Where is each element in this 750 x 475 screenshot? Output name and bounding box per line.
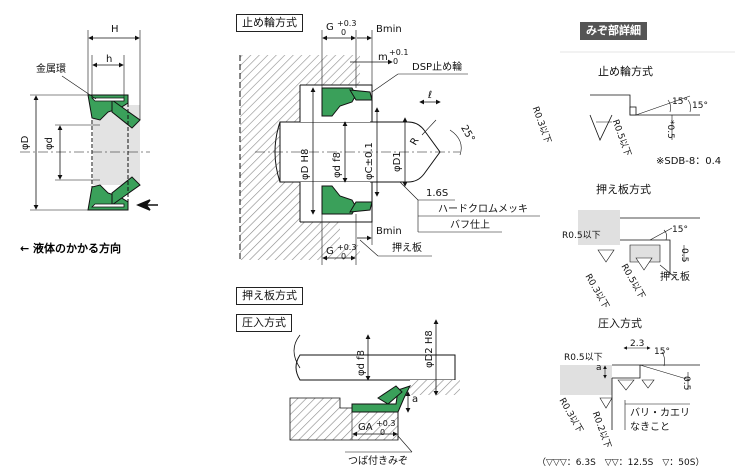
metal-ring-label: 金属環 [36, 64, 66, 75]
seal-lip-lower [111, 176, 141, 206]
hard-chrome-label: ハードクロムメッキ [438, 204, 528, 215]
dim-phid: φd [44, 137, 55, 150]
dim-H: H [111, 24, 119, 35]
dim-m-lower: 0 [393, 57, 399, 66]
detail-deg15a: 15° [672, 97, 688, 107]
dim-m-upper: +0.1 [389, 48, 409, 57]
retaining-ring-title: 止め輪方式 [236, 14, 303, 32]
pf-dim-GA-upper: +0.3 [376, 419, 396, 428]
dim-phiD-H8: φD H8 [300, 148, 311, 180]
pf-dim-phid-f8: φd f8 [356, 349, 367, 376]
detail-press-plate-title: 押え板方式 [596, 183, 651, 196]
dim-phiC: φC±0.1 [364, 142, 375, 180]
pf-dim-GA-lower: 0 [380, 428, 386, 437]
detail-pp-press-plate: 押え板 [660, 272, 690, 283]
detail-sdb-note: ※SDB-8：0.4 [656, 156, 722, 167]
press-plate-method-title: 押え板方式 [236, 287, 303, 305]
dsp-ring-label: DSP止め輪 [412, 62, 463, 73]
metal-ring-lower [91, 203, 125, 208]
detail-pp-deg15: 15° [672, 225, 688, 235]
dim-G-top-upper: +0.3 [337, 19, 357, 28]
detail-pf-23: 2.3 [630, 339, 645, 349]
finish-1-6S: 1.6S [426, 188, 449, 199]
buff-finish-label: バフ仕上 [450, 220, 490, 231]
detail-pp-r05: R0.5以下 [562, 231, 601, 241]
seal-lip-upper [111, 99, 141, 129]
detail-retaining-ring [589, 94, 700, 141]
metal-ring-upper [91, 97, 125, 102]
detail-press-fit-title: 圧入方式 [598, 317, 642, 330]
detail-pf-r05: R0.5以下 [564, 353, 603, 363]
flange-groove-label: つば付きみぞ [348, 456, 408, 467]
dim-Bmin-top: Bmin [376, 24, 402, 35]
detail-pf-a: a [596, 363, 602, 373]
detail-press-plate [578, 210, 700, 279]
detail-press-fit [560, 346, 700, 430]
dim-G-bottom: G [326, 246, 334, 257]
press-fit-title: 圧入方式 [236, 314, 292, 332]
dim-phiD1: φD1 [392, 151, 403, 172]
detail-pp-v05: 0.5 [679, 248, 689, 263]
detail-burr-label: バリ・カエリ [630, 408, 690, 419]
dim-G-bottom-lower: 0 [341, 252, 347, 261]
detail-retaining-title: 止め輪方式 [598, 65, 653, 78]
fluid-arrow-icon [136, 199, 158, 211]
dim-m: m [378, 52, 388, 63]
dim-G-top-lower: 0 [341, 28, 347, 37]
pf-dim-a: a [412, 394, 419, 405]
detail-deg15b: 15° [692, 101, 708, 111]
press-fit-drawing [289, 319, 475, 453]
detail-pf-deg15: 15° [654, 347, 670, 357]
dim-G-bottom-upper: +0.3 [337, 243, 357, 252]
dim-phiD: φD [20, 135, 31, 150]
detail-pf-05: 0.5 [681, 376, 691, 391]
pf-dim-GA: GA [358, 422, 373, 433]
groove-detail-title: みぞ部詳細 [580, 22, 647, 40]
fluid-direction-label: ← 液体のかかる方向 [20, 242, 122, 255]
retaining-ring-drawing [239, 30, 540, 265]
pf-dim-phiD2-H8: φD2 H8 [424, 330, 435, 368]
detail-none-label: なきこと [630, 422, 670, 433]
dim-h: h [106, 54, 113, 65]
dim-l: ℓ [428, 90, 433, 101]
surface-finish-legend: （▽▽▽：6.3S ▽▽：12.5S ▽：50S） [537, 458, 705, 468]
dim-Bmin-bottom: Bmin [376, 226, 402, 237]
dim-G-top: G [326, 22, 334, 33]
dim-phid-f8: φd f8 [332, 151, 343, 178]
press-plate-label: 押え板 [392, 243, 422, 254]
left-seal-drawing [20, 30, 158, 211]
detail-v05: *0.5 [665, 120, 675, 139]
